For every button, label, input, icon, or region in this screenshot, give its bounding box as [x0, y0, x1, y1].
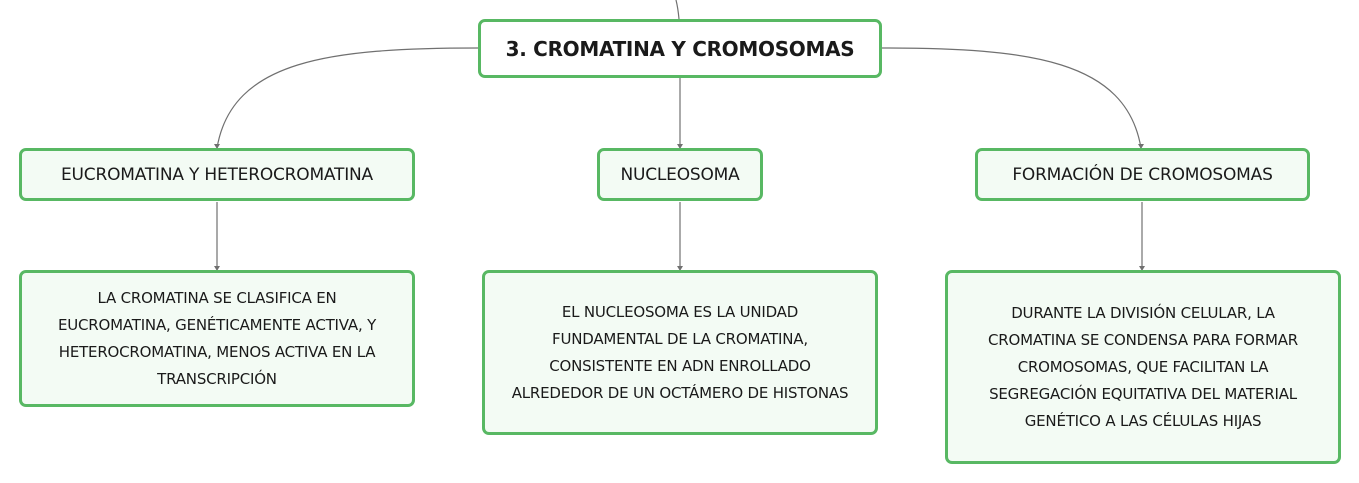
arrowhead-eucromatina-detail — [214, 266, 220, 271]
detail-line: EL NUCLEOSOMA ES LA UNIDAD — [561, 302, 799, 321]
detail-line: GENÉTICO A LAS CÉLULAS HIJAS — [1024, 411, 1262, 430]
topic-label-nucleosoma: NUCLEOSOMA — [620, 164, 740, 185]
detail-node-nucleosoma[interactable]: EL NUCLEOSOMA ES LA UNIDAD FUNDAMENTAL D… — [482, 270, 878, 435]
detail-line: CONSISTENTE EN ADN ENROLLADO — [549, 356, 811, 375]
root-label: 3. CROMATINA Y CROMOSOMAS — [505, 36, 855, 61]
detail-line: LA CROMATINA SE CLASIFICA EN — [97, 288, 337, 307]
detail-text-formacion: DURANTE LA DIVISIÓN CELULAR, LA CROMATIN… — [988, 300, 1298, 435]
detail-text-eucromatina: LA CROMATINA SE CLASIFICA EN EUCROMATINA… — [58, 285, 376, 393]
detail-line: CROMOSOMAS, QUE FACILITAN LA — [1017, 357, 1269, 376]
detail-line: ALREDEDOR DE UN OCTÁMERO DE HISTONAS — [511, 383, 849, 402]
topic-node-formacion[interactable]: FORMACIÓN DE CROMOSOMAS — [975, 148, 1310, 201]
arrowhead-nucleosoma-detail — [677, 266, 683, 271]
arrowhead-nucleosoma — [677, 144, 683, 149]
detail-line: SEGREGACIÓN EQUITATIVA DEL MATERIAL — [989, 384, 1297, 403]
detail-node-eucromatina[interactable]: LA CROMATINA SE CLASIFICA EN EUCROMATINA… — [19, 270, 415, 407]
connector-root-eucromatina — [216, 47, 479, 149]
arrowhead-eucromatina — [214, 144, 220, 149]
detail-line: FUNDAMENTAL DE LA CROMATINA, — [552, 329, 808, 348]
topic-label-formacion: FORMACIÓN DE CROMOSOMAS — [1012, 164, 1273, 185]
detail-line: TRANSCRIPCIÓN — [157, 369, 277, 388]
incoming-connector — [675, 0, 680, 20]
arrowhead-formacion-detail — [1139, 266, 1145, 271]
detail-line: CROMATINA SE CONDENSA PARA FORMAR — [988, 330, 1298, 349]
detail-text-nucleosoma: EL NUCLEOSOMA ES LA UNIDAD FUNDAMENTAL D… — [512, 299, 849, 407]
detail-line: HETEROCROMATINA, MENOS ACTIVA EN LA — [58, 342, 376, 361]
topic-node-nucleosoma[interactable]: NUCLEOSOMA — [597, 148, 763, 201]
detail-node-formacion[interactable]: DURANTE LA DIVISIÓN CELULAR, LA CROMATIN… — [945, 270, 1341, 464]
detail-line: DURANTE LA DIVISIÓN CELULAR, LA — [1011, 303, 1275, 322]
detail-line: EUCROMATINA, GENÉTICAMENTE ACTIVA, Y — [57, 315, 377, 334]
topic-label-eucromatina: EUCROMATINA Y HETEROCROMATINA — [61, 164, 373, 185]
root-node[interactable]: 3. CROMATINA Y CROMOSOMAS — [478, 19, 882, 78]
connector-root-formacion — [881, 47, 1142, 149]
topic-node-eucromatina[interactable]: EUCROMATINA Y HETEROCROMATINA — [19, 148, 415, 201]
arrowhead-formacion — [1138, 144, 1144, 149]
